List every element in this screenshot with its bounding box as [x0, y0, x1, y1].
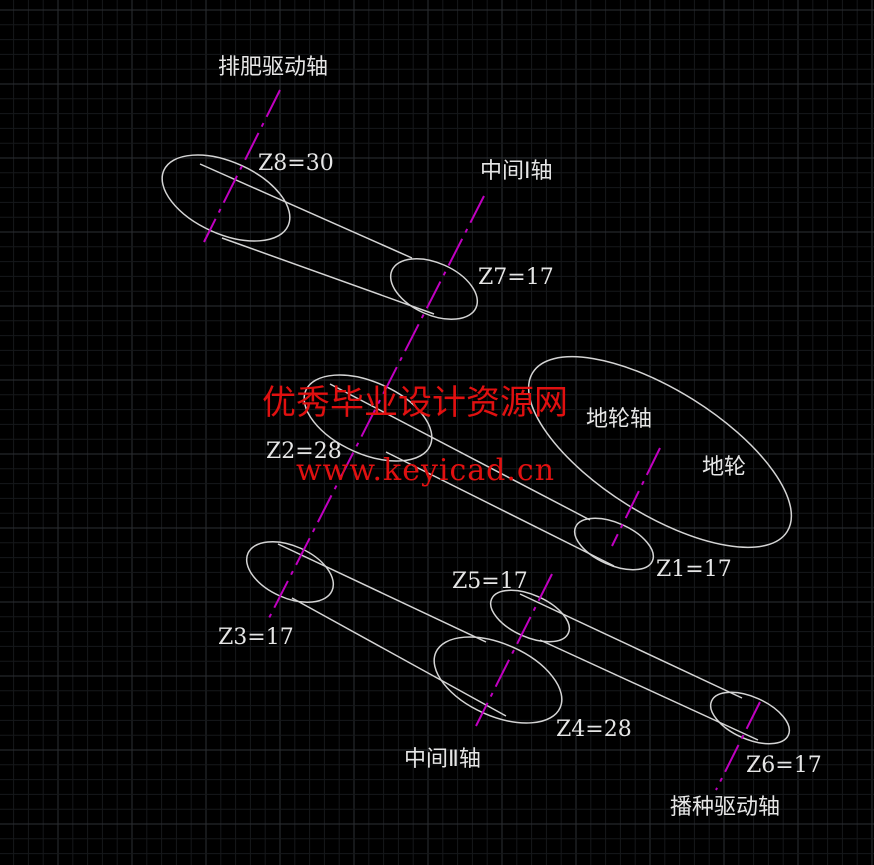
chain-lower-z2-z1 — [385, 451, 615, 567]
sprocket-z2 — [303, 374, 433, 462]
chain-upper-z8-z7 — [199, 163, 413, 259]
chain-lower-z8-z7 — [221, 237, 435, 315]
label-fertilizer-drive-shaft: 排肥驱动轴 — [218, 55, 328, 80]
chain-drive-z5-z6 — [489, 589, 791, 745]
centerline-seeding-shaft — [715, 701, 761, 791]
chain-upper-z5-z6 — [519, 593, 743, 699]
gear-labels: Z8=30 Z7=17 Z2=28 Z1=17 Z5=17 Z3=17 Z4=2… — [218, 151, 822, 778]
label-z3: Z3=17 — [218, 625, 294, 650]
chain-lower-z3-z4 — [291, 597, 507, 717]
label-ground-wheel-shaft: 地轮轴 — [586, 407, 652, 432]
label-ground-wheel: 地轮 — [702, 455, 746, 480]
chain-drive-z3-z4 — [245, 541, 563, 724]
sprocket-z7 — [389, 258, 479, 320]
label-seeding-drive-shaft: 播种驱动轴 — [670, 795, 780, 820]
centerline-ground-wheel-shaft — [611, 447, 661, 547]
chain-upper-z3-z4 — [277, 543, 487, 643]
shaft-centerlines — [203, 89, 761, 791]
ground-wheel — [527, 355, 793, 549]
watermark-title: 优秀毕业设计资源网 — [262, 383, 568, 423]
label-z8: Z8=30 — [258, 151, 334, 176]
label-z6: Z6=17 — [746, 753, 822, 778]
label-z7: Z7=17 — [478, 265, 554, 290]
centerline-intermediate-shaft-1 — [267, 195, 485, 621]
chain-drive-z2-z1 — [303, 374, 655, 571]
sprocket-z8 — [161, 154, 291, 242]
shaft-labels: 排肥驱动轴 中间Ⅰ轴 地轮轴 地轮 中间Ⅱ轴 播种驱动轴 — [218, 55, 780, 820]
label-intermediate-shaft-2: 中间Ⅱ轴 — [404, 747, 481, 772]
label-z2: Z2=28 — [266, 439, 342, 464]
chain-lower-z5-z6 — [539, 639, 759, 741]
label-z1: Z1=17 — [656, 557, 732, 582]
watermark: 优秀毕业设计资源网 www.keyicad.cn — [262, 383, 568, 488]
label-intermediate-shaft-1: 中间Ⅰ轴 — [480, 159, 553, 184]
label-z5: Z5=17 — [452, 569, 528, 594]
ground-wheel-group — [527, 355, 793, 549]
centerline-intermediate-shaft-2 — [475, 573, 553, 727]
centerline-fertilizer-shaft — [203, 89, 281, 243]
label-z4: Z4=28 — [556, 717, 632, 742]
chain-upper-z2-z1 — [329, 383, 591, 521]
watermark-url: www.keyicad.cn — [296, 453, 555, 488]
